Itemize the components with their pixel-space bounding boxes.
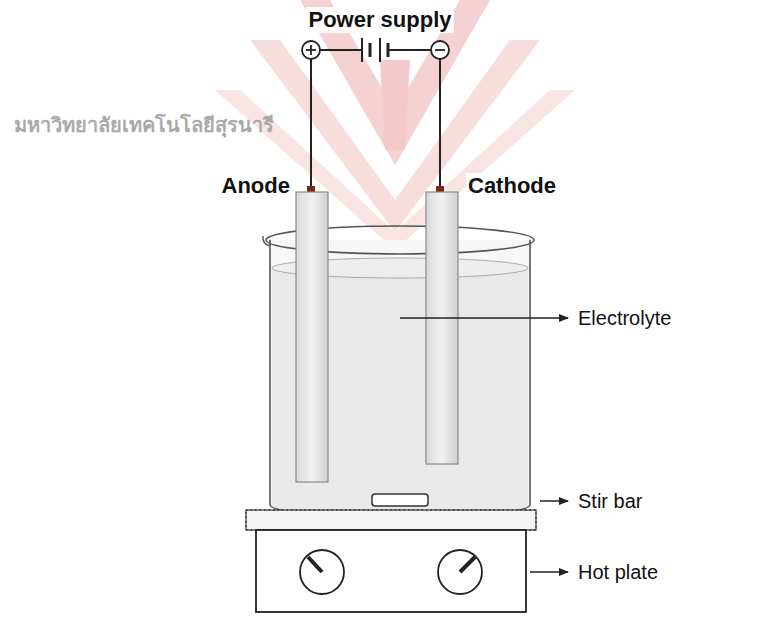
- wire: [388, 49, 431, 51]
- cathode-wire: [439, 59, 441, 192]
- part-label: Stir bar: [576, 489, 644, 513]
- battery-symbol: [379, 38, 381, 62]
- part-label: Electrolyte: [576, 306, 673, 330]
- leader-arrow: [540, 500, 568, 502]
- hot-plate-body: [256, 530, 526, 612]
- stir-bar: [372, 494, 428, 506]
- knob-indicator: [460, 557, 475, 572]
- knob-indicator: [308, 557, 322, 572]
- electrode-label: Anode: [220, 173, 292, 199]
- battery-symbol: [369, 43, 372, 57]
- part-label: Hot plate: [576, 560, 660, 584]
- anode-electrode: [296, 192, 328, 482]
- beaker-spout: [263, 236, 270, 246]
- hot-plate-surface-outline: [246, 510, 536, 530]
- plus-sign: [310, 45, 312, 55]
- minus-sign: [435, 49, 445, 51]
- leader-arrow: [400, 317, 568, 319]
- cathode-electrode: [426, 192, 458, 464]
- watermark-text: มหาวิทยาลัยเทคโนโลยีสุรนารี: [12, 113, 276, 137]
- stir-knob: [438, 550, 482, 594]
- logo-band: [380, 60, 410, 150]
- power-supply-label: Power supply: [306, 7, 453, 33]
- anode-wire: [310, 59, 312, 192]
- hot-plate-surface: [246, 510, 536, 530]
- positive-terminal: [302, 41, 320, 59]
- logo-band: [250, 40, 540, 232]
- negative-terminal: [431, 41, 449, 59]
- wire: [320, 49, 362, 51]
- battery-symbol: [361, 38, 363, 62]
- leader-arrow: [530, 571, 568, 573]
- heat-knob: [300, 550, 344, 594]
- electrode-label: Cathode: [466, 173, 558, 199]
